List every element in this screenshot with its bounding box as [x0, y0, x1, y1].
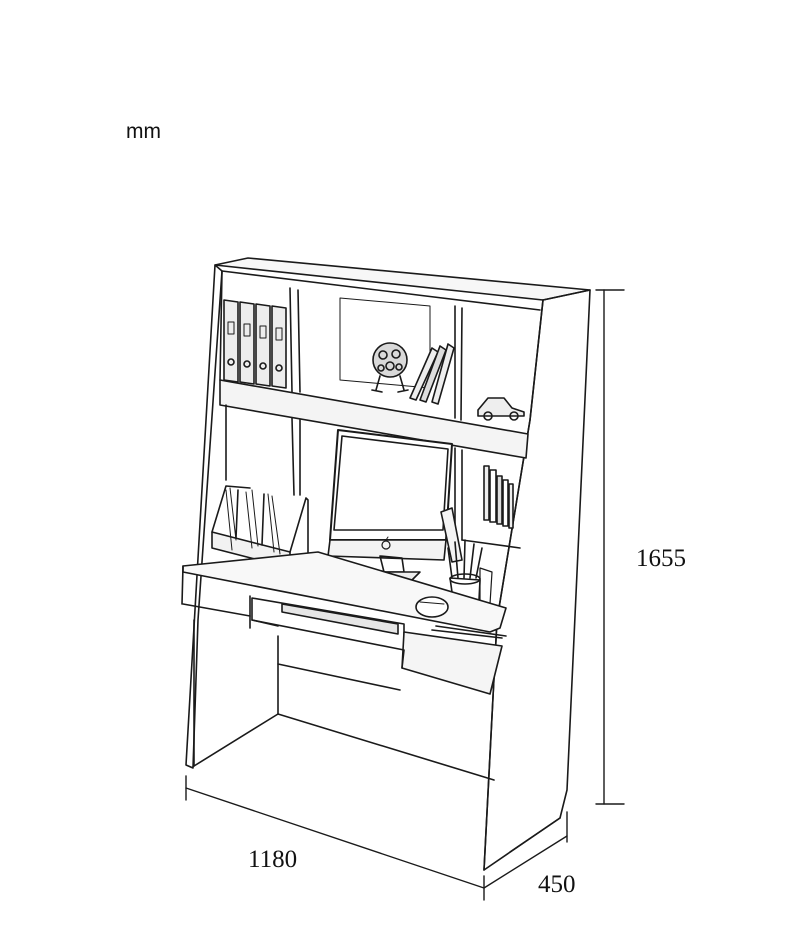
binders [223, 299, 287, 389]
middle-shelf [219, 379, 529, 459]
dimension-lines [185, 289, 625, 901]
apple-logo-icon [381, 536, 391, 550]
mouse-icon [415, 596, 449, 618]
depth-label: 450 [538, 871, 576, 898]
width-label: 1180 [248, 846, 297, 873]
monitor [327, 429, 453, 583]
leaning-books [409, 343, 455, 405]
lower-panel [193, 619, 495, 781]
books-right [483, 465, 514, 529]
unit-label: mm [126, 120, 161, 143]
right-side-panel [483, 289, 591, 871]
height-label: 1655 [636, 545, 686, 572]
toy-car-icon [477, 397, 525, 421]
figurine-icon [371, 342, 409, 393]
drawer [401, 631, 503, 695]
left-side-panel [185, 264, 223, 769]
